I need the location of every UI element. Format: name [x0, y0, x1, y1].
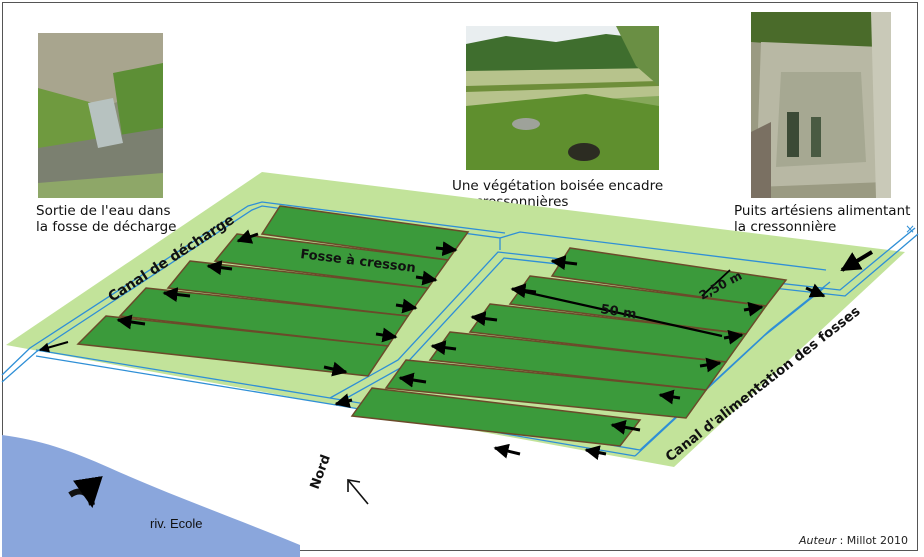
decharge-photo: [38, 33, 163, 198]
flow-arrow-icon: [805, 283, 826, 298]
bed: [384, 359, 708, 419]
flow-arrow-icon: [395, 298, 418, 314]
flow-arrow-icon: [658, 389, 681, 405]
flow-arrow-icon: [723, 329, 744, 345]
flow-arrow-icon: [334, 393, 353, 409]
north-label: Nord: [308, 453, 334, 492]
canal-network: [1, 201, 919, 457]
decharge-caption: Sortie de l'eau dans la fosse de décharg…: [36, 203, 177, 235]
width-dimension-line: [701, 269, 731, 297]
river: [2, 435, 300, 557]
flow-arrow-icon: [435, 241, 458, 257]
frame-border: [2, 2, 918, 551]
bed: [350, 387, 642, 447]
credit-text: : Millot 2010: [836, 534, 908, 547]
north-arrow-icon: [347, 479, 369, 505]
length-dimension-line: [515, 288, 723, 338]
puits-caption: Puits artésiens alimentant la cressonniè…: [734, 203, 911, 235]
puits-photo: [751, 12, 891, 198]
flow-arrow-icon: [493, 443, 521, 459]
inflow-arrow-icon: [840, 250, 874, 272]
length-label: 50 m: [599, 302, 637, 322]
flow-arrow-icon: [610, 419, 641, 435]
source-marker: ×: [905, 222, 915, 236]
flow-arrow-icon: [162, 287, 191, 302]
right-beds: [350, 247, 788, 447]
flow-arrow-icon: [323, 361, 348, 377]
flow-arrow-icon: [236, 229, 259, 244]
flow-arrows: [116, 229, 826, 461]
outflow-arrow-icon: [39, 341, 69, 353]
flow-arrow-icon: [550, 255, 578, 271]
flow-arrow-icon: [398, 372, 427, 388]
flow-arrow-icon: [699, 357, 722, 373]
flow-arrow-icon: [470, 311, 498, 327]
credit: Auteur : Millot 2010: [799, 534, 908, 547]
flow-arrow-icon: [415, 270, 438, 286]
flow-arrow-icon: [430, 340, 457, 356]
flow-arrow-icon: [116, 314, 146, 330]
bed: [76, 315, 390, 377]
credit-prefix: Auteur: [799, 534, 837, 547]
flow-arrow-icon: [375, 327, 398, 343]
flow-arrow-icon: [206, 260, 233, 276]
flow-arrow-icon: [743, 301, 764, 317]
vegetation-photo: [466, 26, 659, 170]
flow-arrow-icon: [510, 283, 537, 299]
river-label: riv. Ecole: [150, 516, 203, 531]
left-beds: [76, 205, 470, 377]
river-arrow-icon: [68, 476, 103, 508]
flow-arrow-icon: [584, 445, 607, 461]
